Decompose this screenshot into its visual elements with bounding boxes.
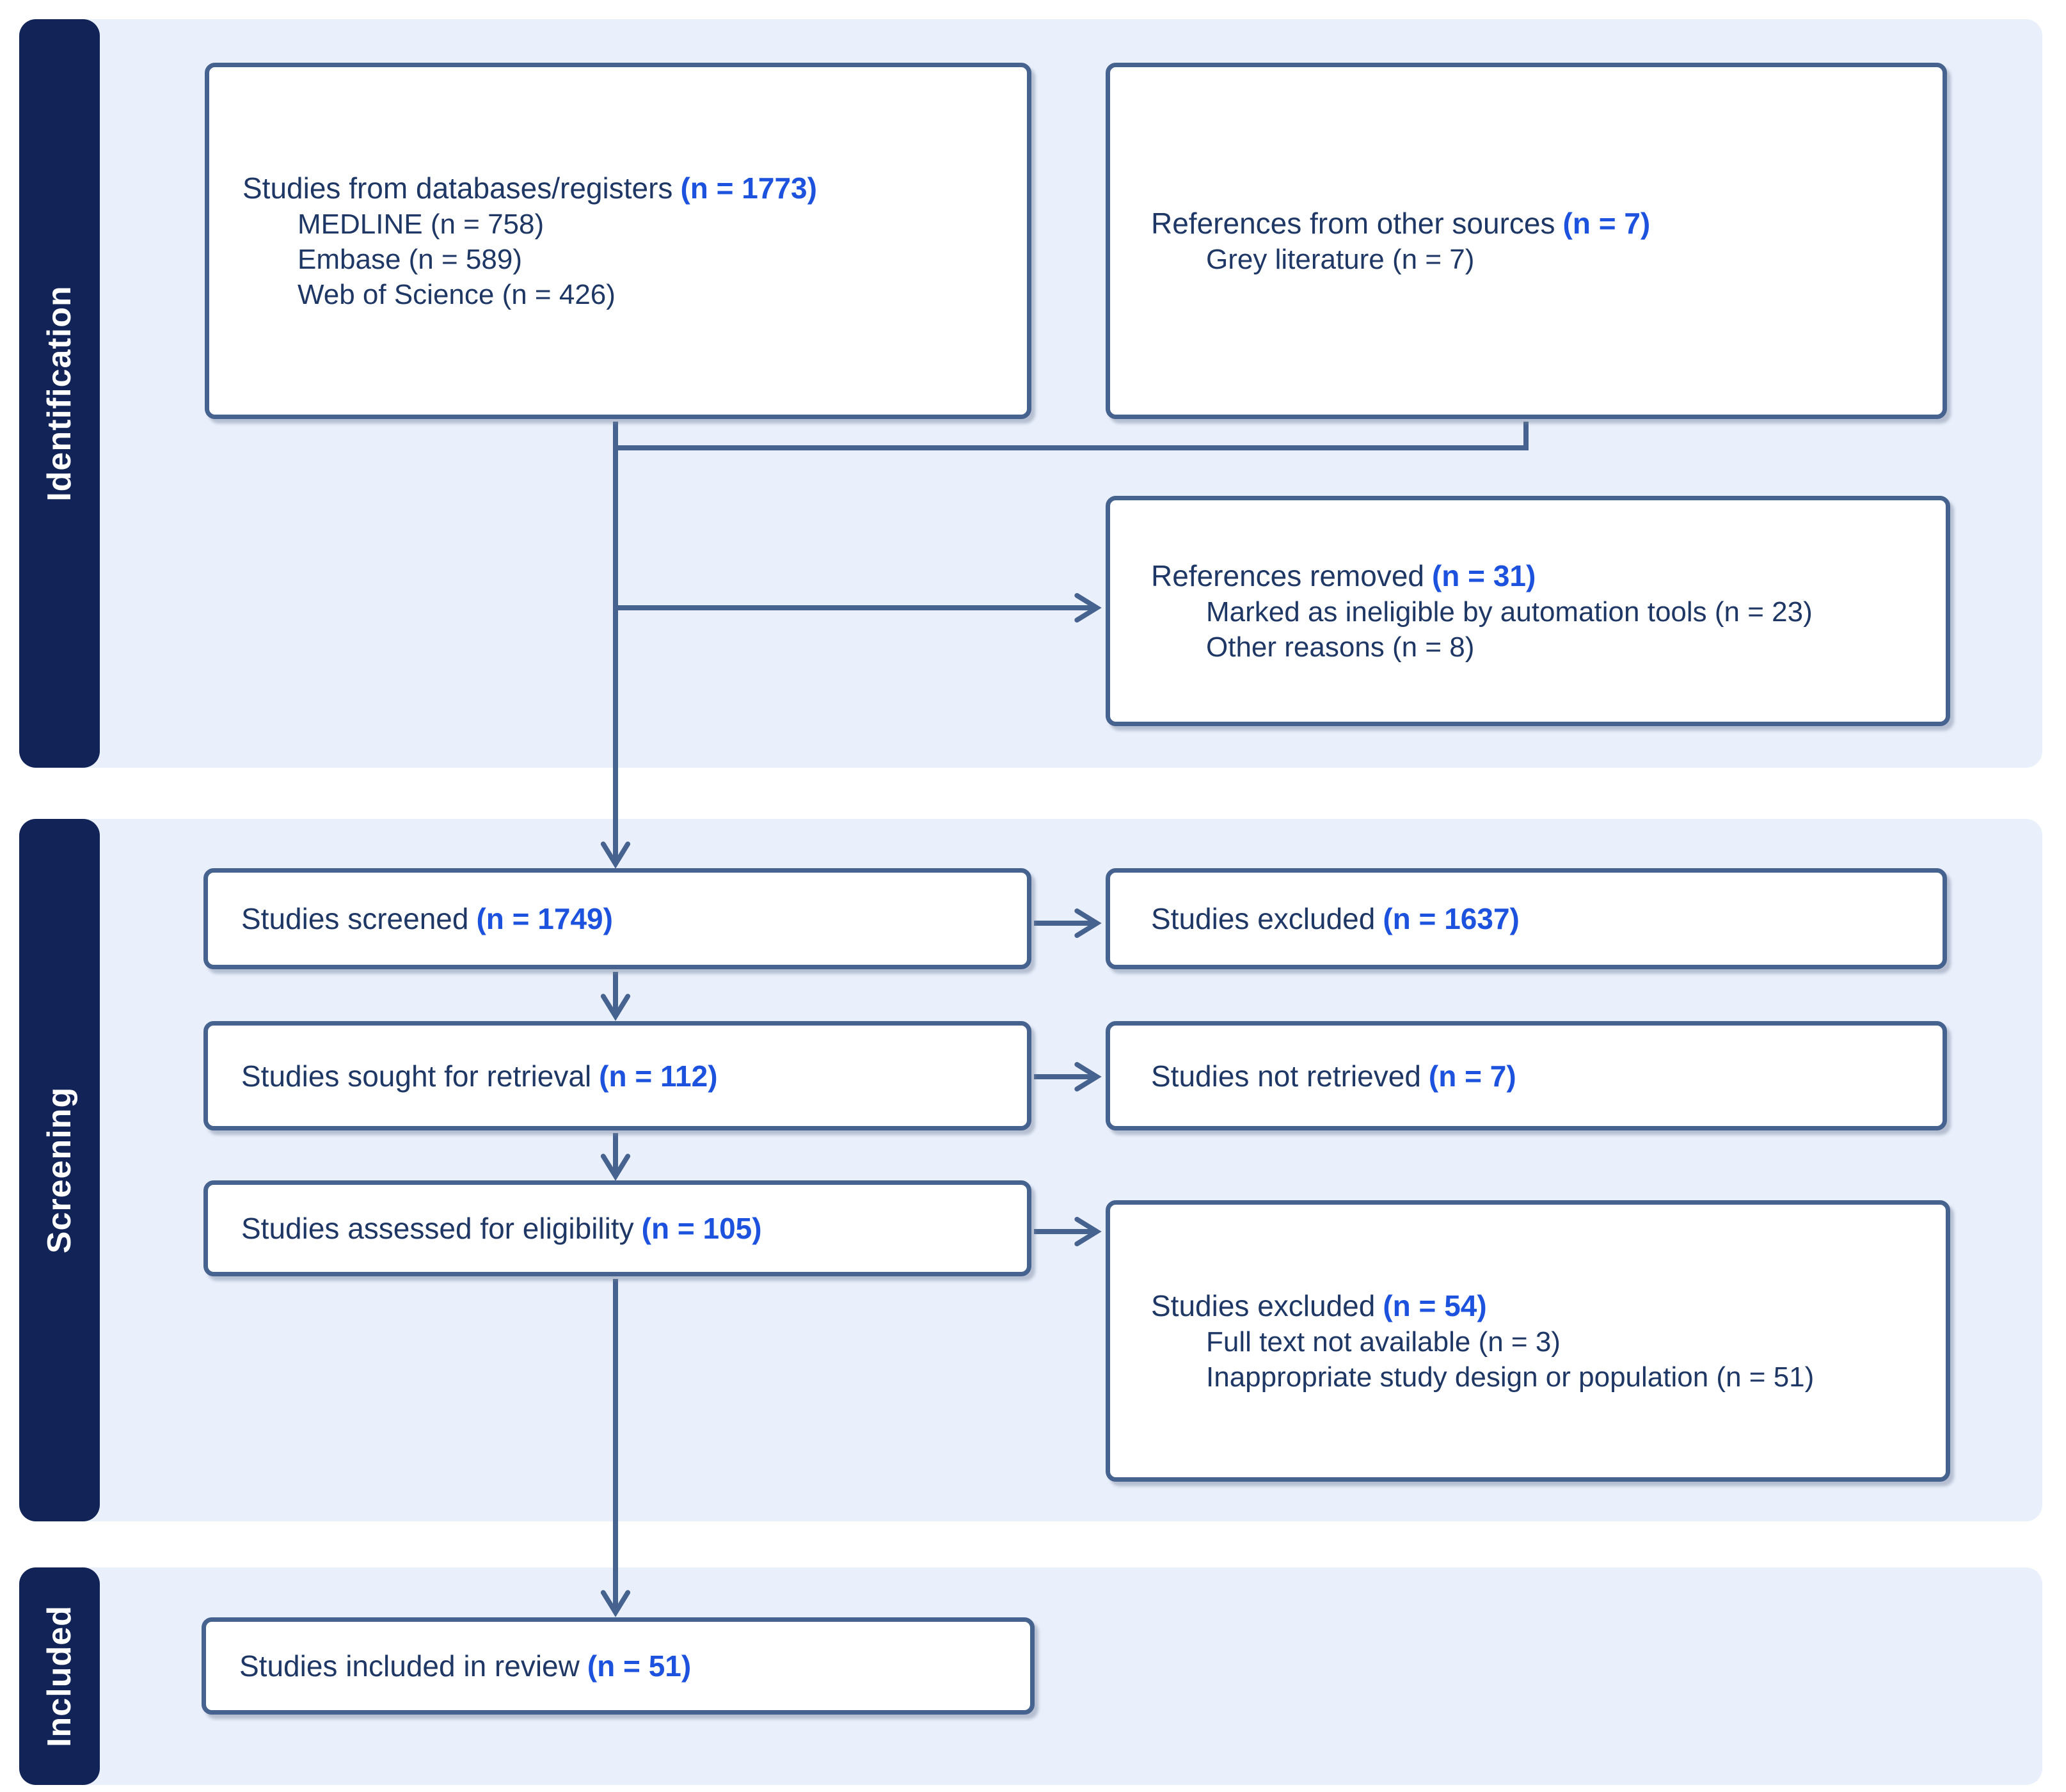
box-title-text: Studies assessed for eligibility	[241, 1212, 634, 1245]
box-references-removed: References removed(n = 31) Marked as ine…	[1106, 496, 1950, 726]
box-detail-item: MEDLINE (n = 758)	[298, 209, 544, 240]
box-references-other-sources: References from other sources(n = 7) Gre…	[1106, 63, 1947, 419]
box-title: Studies not retrieved(n = 7)	[1151, 1058, 1925, 1095]
box-title-text: Studies included in review	[239, 1649, 580, 1683]
box-title-text: Studies from databases/registers	[242, 171, 673, 205]
box-detail-item: Grey literature (n = 7)	[1206, 244, 1475, 275]
sidebar-identification-label: Identification	[41, 285, 78, 502]
box-title-text: Studies sought for retrieval	[241, 1059, 592, 1093]
box-title: Studies screened(n = 1749)	[241, 900, 1009, 937]
sidebar-screening: Screening	[19, 819, 100, 1521]
box-detail-item: Inappropriate study design or population…	[1206, 1361, 1815, 1393]
box-title: References removed(n = 31)	[1151, 557, 1928, 594]
box-title-text: References removed	[1151, 559, 1424, 592]
box-title: Studies assessed for eligibility(n = 105…	[241, 1210, 1009, 1247]
box-studies-from-databases: Studies from databases/registers(n = 177…	[205, 63, 1031, 419]
box-detail-item: Other reasons (n = 8)	[1206, 631, 1475, 663]
box-studies-excluded-eligibility: Studies excluded(n = 54) Full text not a…	[1106, 1200, 1950, 1482]
box-title: References from other sources(n = 7)	[1151, 205, 1925, 242]
box-count: (n = 1749)	[476, 902, 613, 935]
box-detail-item: Web of Science (n = 426)	[298, 279, 616, 310]
box-title: Studies excluded(n = 54)	[1151, 1287, 1928, 1324]
box-count: (n = 7)	[1562, 207, 1651, 240]
box-detail-item: Marked as ineligible by automation tools…	[1206, 596, 1813, 628]
box-studies-assessed-eligibility: Studies assessed for eligibility(n = 105…	[203, 1180, 1031, 1276]
sidebar-included-label: Included	[41, 1605, 79, 1747]
box-studies-included-review: Studies included in review(n = 51)	[202, 1617, 1035, 1715]
box-title: Studies from databases/registers(n = 177…	[242, 170, 1009, 207]
box-count: (n = 31)	[1431, 559, 1536, 592]
box-title-text: Studies excluded	[1151, 902, 1376, 935]
box-title: Studies included in review(n = 51)	[239, 1647, 1012, 1685]
box-title: Studies excluded(n = 1637)	[1151, 900, 1925, 937]
box-count: (n = 112)	[599, 1059, 718, 1093]
box-title-text: Studies screened	[241, 902, 469, 935]
box-count: (n = 105)	[641, 1212, 762, 1245]
box-studies-not-retrieved: Studies not retrieved(n = 7)	[1106, 1021, 1947, 1130]
box-detail-item: Embase (n = 589)	[298, 244, 522, 275]
box-studies-screened: Studies screened(n = 1749)	[203, 868, 1031, 969]
sidebar-included: Included	[19, 1567, 100, 1785]
box-title-text: Studies not retrieved	[1151, 1059, 1421, 1093]
box-title: Studies sought for retrieval(n = 112)	[241, 1058, 1009, 1095]
sidebar-identification: Identification	[19, 19, 100, 768]
sidebar-screening-label: Screening	[41, 1086, 79, 1254]
box-title-text: Studies excluded	[1151, 1289, 1376, 1322]
box-count: (n = 7)	[1428, 1059, 1516, 1093]
box-title-text: References from other sources	[1151, 207, 1555, 240]
box-count: (n = 54)	[1383, 1289, 1487, 1322]
box-studies-sought-retrieval: Studies sought for retrieval(n = 112)	[203, 1021, 1031, 1130]
box-count: (n = 1773)	[680, 171, 817, 205]
box-count: (n = 1637)	[1383, 902, 1520, 935]
box-detail-item: Full text not available (n = 3)	[1206, 1326, 1561, 1358]
box-studies-excluded-screening: Studies excluded(n = 1637)	[1106, 868, 1947, 969]
box-count: (n = 51)	[587, 1649, 692, 1683]
